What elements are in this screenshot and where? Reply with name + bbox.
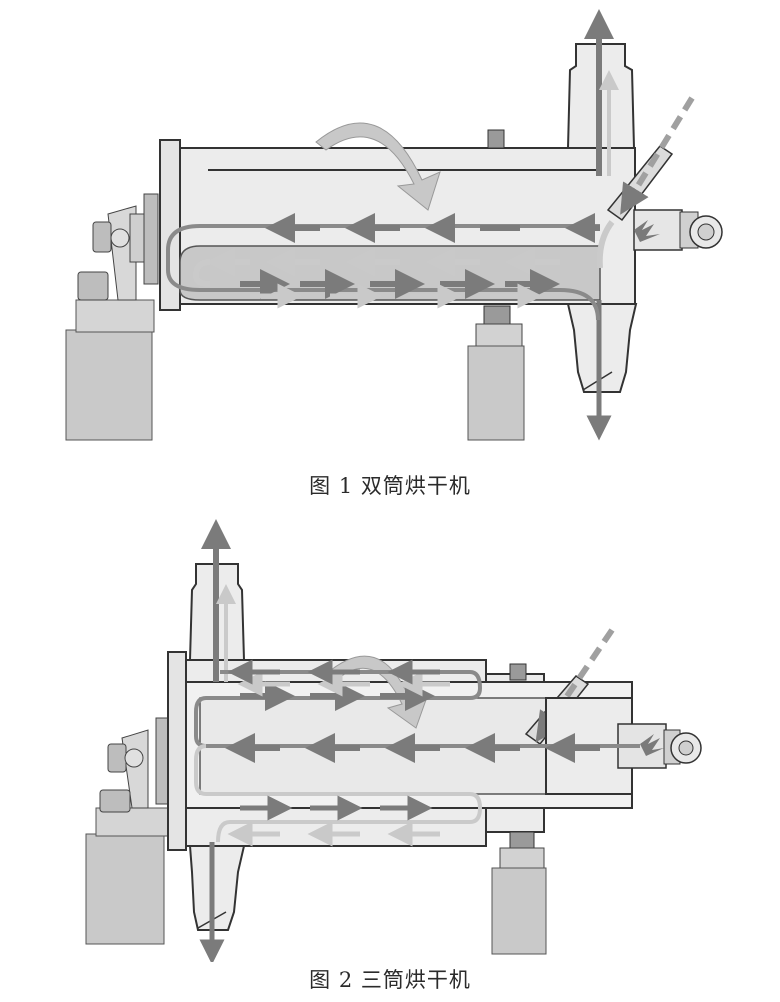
discharge-hopper: [188, 842, 246, 962]
rotation-arrow-icon: [315, 122, 441, 211]
discharge-hopper: [566, 300, 638, 441]
figure-double-drum-dryer: 图 1 双筒烘干机: [65, 9, 723, 498]
drive-motor-icon: [65, 205, 155, 441]
exhaust-stack: [188, 519, 246, 682]
feed-chute: [606, 96, 695, 222]
exhaust-stack: [566, 9, 636, 176]
support-roller-icon: [467, 305, 525, 441]
drive-motor-icon: [85, 729, 169, 945]
double-drum-dryer-diagram: [65, 9, 723, 441]
support-roller-icon: [491, 831, 547, 955]
inspection-port: [487, 129, 505, 149]
burner-flame-icon: [633, 209, 683, 251]
figure-1-caption: 图 1 双筒烘干机: [309, 474, 471, 498]
blower-fan-icon: [663, 729, 702, 765]
triple-drum-dryer-diagram: [85, 519, 702, 962]
gear-ring: [155, 717, 169, 805]
blower-fan-icon: [679, 211, 723, 249]
gear-ring: [143, 193, 159, 285]
figure-triple-drum-dryer: 图 2 三筒烘干机: [0, 512, 780, 1002]
figure-2-caption: 图 2 三筒烘干机: [309, 968, 471, 992]
inspection-port: [509, 663, 527, 681]
gas-flow-arrows: [166, 213, 615, 321]
rotation-arrow-icon: [325, 655, 429, 729]
gas-flow-arrows: [194, 659, 640, 847]
